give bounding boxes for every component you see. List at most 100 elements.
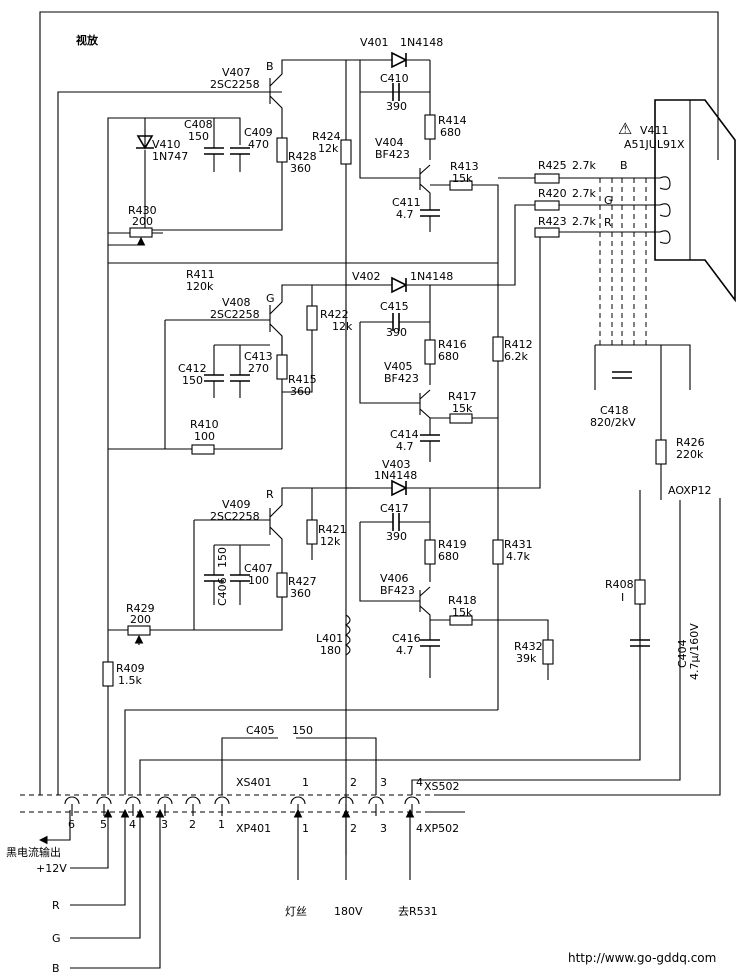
c406-val: 150 <box>216 547 229 568</box>
xp401-pin-2 <box>125 796 141 816</box>
v407-ref: V407 <box>222 66 251 79</box>
v410-ref: V410 <box>152 138 181 151</box>
crt-pin-b: B <box>620 159 628 172</box>
r421-val: 12k <box>320 535 341 548</box>
v401-ref: V401 <box>360 36 389 49</box>
labels: 视放 V407 2SC2258 B V408 2SC2258 G V409 2S… <box>6 33 716 975</box>
v408-ref: V408 <box>222 296 251 309</box>
xp401-pin-5 <box>214 796 230 816</box>
connector-row <box>20 794 460 816</box>
r408-val: I <box>621 591 624 604</box>
c407-ref: C407 <box>244 562 273 575</box>
r412-ref: R412 <box>504 338 533 351</box>
xp401-pin-number: 4 <box>129 818 136 831</box>
c416-ref: C416 <box>392 632 421 645</box>
crt-pin-r: R <box>604 216 612 229</box>
v401-type: 1N4148 <box>400 36 443 49</box>
r416-val: 680 <box>438 350 459 363</box>
r422-ref: R422 <box>320 308 349 321</box>
c406-ref: C406 <box>216 577 229 606</box>
r420-val: 2.7k <box>572 187 596 200</box>
xs401-pin-number: 3 <box>380 776 387 789</box>
xp401-pin-0 <box>64 796 80 816</box>
v403-ref: V403 <box>382 458 411 471</box>
xp401-pin-number: 6 <box>68 818 75 831</box>
c413-val: 270 <box>248 362 269 375</box>
v409-tag: R <box>266 488 274 501</box>
r411-val: 120k <box>186 280 214 293</box>
c417-ref: C417 <box>380 502 409 515</box>
r428-ref: R428 <box>288 150 317 163</box>
xp401-pin-number: 5 <box>100 818 107 831</box>
watermark: http://www.go-gddq.com <box>568 951 716 965</box>
c404-ref: C404 <box>676 639 689 668</box>
xp502-label: XP502 <box>424 822 459 835</box>
c405-val: 150 <box>292 724 313 737</box>
v408-tag: G <box>266 292 275 305</box>
c412-val: 150 <box>182 374 203 387</box>
xs401-pin-number: 1 <box>302 776 309 789</box>
r423-ref: R423 <box>538 215 567 228</box>
xp502-pin-number: 4 <box>416 822 423 835</box>
v402-type: 1N4148 <box>410 270 453 283</box>
channel-r <box>102 227 660 687</box>
c411-val: 4.7 <box>396 208 414 221</box>
xs401-pin-number: 2 <box>350 776 357 789</box>
c404-val: 4.7μ/160V <box>688 623 701 680</box>
l401-ref: L401 <box>316 632 343 645</box>
r429-val: 200 <box>130 613 151 626</box>
xs401-pin-2 <box>368 796 384 816</box>
c409-val: 470 <box>248 138 269 151</box>
r426-val: 220k <box>676 448 704 461</box>
v407-tag: B <box>266 60 274 73</box>
r419-val: 680 <box>438 550 459 563</box>
r418-ref: R418 <box>448 594 477 607</box>
r411-ref: R411 <box>186 268 215 281</box>
crt-warning: ⚠ <box>618 119 632 138</box>
r420-ref: R420 <box>538 187 567 200</box>
r419-ref: R419 <box>438 538 467 551</box>
c410-val: 390 <box>386 100 407 113</box>
v406-ref: V406 <box>380 572 409 585</box>
c407-val: 100 <box>248 574 269 587</box>
v409-ref: V409 <box>222 498 251 511</box>
v405-type: BF423 <box>384 372 419 385</box>
v180-label: 180V <box>334 905 363 918</box>
v406-type: BF423 <box>380 584 415 597</box>
r431-ref: R431 <box>504 538 533 551</box>
v410-type: 1N747 <box>152 150 188 163</box>
c418-val: 820/2kV <box>590 416 636 429</box>
crt-type: A51JUL91X <box>624 138 685 151</box>
c409-ref: C409 <box>244 126 273 139</box>
c415-ref: C415 <box>380 300 409 313</box>
r409-val: 1.5k <box>118 674 142 687</box>
r418-val: 15k <box>452 606 473 619</box>
c417-val: 390 <box>386 530 407 543</box>
v407-type: 2SC2258 <box>210 78 260 91</box>
r424-val: 12k <box>318 142 339 155</box>
r417-val: 15k <box>452 402 473 415</box>
r427-ref: R427 <box>288 575 317 588</box>
r408-ref: R408 <box>605 578 634 591</box>
c408-ref: C408 <box>184 118 213 131</box>
r428-val: 360 <box>290 162 311 175</box>
xp401-pin-3 <box>157 796 173 816</box>
r422-val: 12k <box>332 320 353 333</box>
xs502-label: XS502 <box>424 780 460 793</box>
v409-type: 2SC2258 <box>210 510 260 523</box>
r410-val: 100 <box>194 430 215 443</box>
xp502-pin-number: 3 <box>380 822 387 835</box>
black-current-label: 黑电流输出 <box>6 845 61 859</box>
r425-ref: R425 <box>538 159 567 172</box>
c405-ref: C405 <box>246 724 275 737</box>
c410-ref: C410 <box>380 72 409 85</box>
r412-val: 6.2k <box>504 350 528 363</box>
r429-ref: R429 <box>126 602 155 615</box>
channel-b <box>108 51 660 263</box>
xp401-pin-4 <box>185 796 201 816</box>
r432-val: 39k <box>516 652 537 665</box>
r425-val: 2.7k <box>572 159 596 172</box>
r417-ref: R417 <box>448 390 477 403</box>
c412-ref: C412 <box>178 362 207 375</box>
